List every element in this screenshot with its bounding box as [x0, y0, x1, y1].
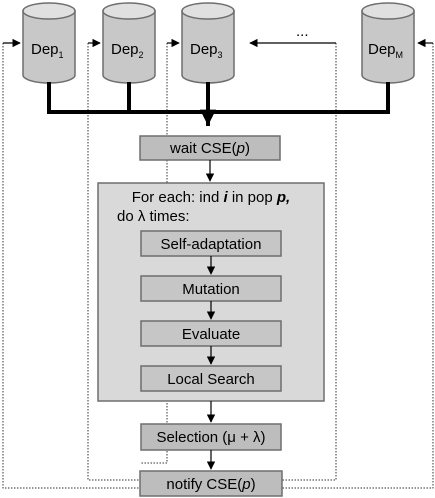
step-self-adaptation: Self-adaptation: [140, 230, 282, 257]
svg-text:Dep1: Dep1: [31, 41, 64, 60]
step-mutation: Mutation: [140, 275, 282, 302]
depot-2: Dep2: [102, 2, 156, 84]
feedback-line-far-right: [282, 43, 434, 489]
svg-text:Dep3: Dep3: [190, 41, 223, 60]
svg-text:Local Search: Local Search: [167, 371, 255, 388]
notify-cse-box: notify CSE(p): [139, 470, 283, 497]
depot-3-label: Dep: [190, 41, 218, 58]
svg-text:DepM: DepM: [368, 41, 403, 60]
svg-text:Mutation: Mutation: [182, 281, 240, 298]
depot-m: DepM: [361, 2, 415, 84]
depot-1-sub: 1: [59, 50, 64, 60]
depot-ellipsis: ...: [296, 23, 309, 40]
svg-text:Selection (μ + λ): Selection (μ + λ): [156, 429, 265, 446]
depot-2-sub: 2: [139, 50, 144, 60]
depot-3: Dep3: [181, 2, 235, 84]
loop-line2: do λ times:: [117, 208, 190, 225]
svg-text:Evaluate: Evaluate: [182, 326, 240, 343]
feedback-line-left: [87, 43, 140, 481]
depot-m-sub: M: [396, 50, 404, 60]
svg-text:wait CSE(p): wait CSE(p): [169, 140, 250, 157]
feedback-line-middle: [140, 43, 168, 464]
depot-3-sub: 3: [218, 50, 223, 60]
step-local-search: Local Search: [140, 365, 282, 392]
step-evaluate: Evaluate: [140, 320, 282, 347]
depot-1-label: Dep: [31, 41, 59, 58]
selection-box: Selection (μ + λ): [140, 423, 282, 451]
depot-2-label: Dep: [111, 41, 139, 58]
depot-collector: [47, 82, 390, 126]
svg-text:Self-adaptation: Self-adaptation: [161, 236, 262, 253]
svg-text:Dep2: Dep2: [111, 41, 144, 60]
depot-m-label: Dep: [368, 41, 396, 58]
loop-line1-prefix: For each: ind: [132, 189, 224, 206]
feedback-line-outer: [2, 43, 140, 489]
svg-text:For each: ind i in pop p,: For each: ind i in pop p,: [132, 189, 290, 206]
svg-text:notify CSE(p): notify CSE(p): [166, 476, 255, 493]
wait-cse-box: wait CSE(p): [139, 135, 281, 161]
depot-1: Dep1: [22, 2, 76, 84]
